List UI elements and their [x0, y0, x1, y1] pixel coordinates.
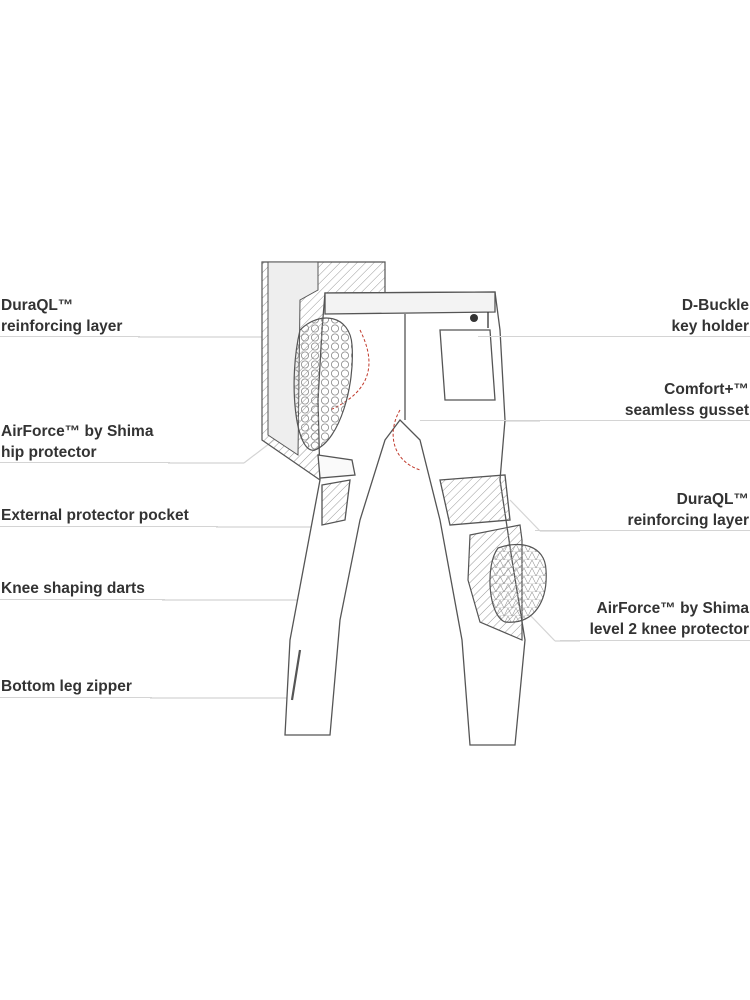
divider	[0, 697, 152, 698]
knee-protector-icon	[489, 543, 547, 623]
divider	[535, 530, 750, 531]
divider	[420, 420, 750, 421]
divider	[560, 640, 750, 641]
duraql-hip-panel	[261, 261, 386, 482]
label-duraql-hip: DuraQL™ reinforcing layer	[1, 295, 122, 337]
label-line: Bottom leg zipper	[1, 678, 132, 695]
hip-protector-icon	[293, 317, 353, 451]
label-line: Knee shaping darts	[1, 580, 145, 597]
label-duraql-knee: DuraQL™ reinforcing layer	[628, 489, 749, 531]
divider	[0, 599, 165, 600]
gusset-outline	[329, 329, 421, 471]
label-line: DuraQL™	[1, 297, 74, 314]
label-line: AirForce™ by Shima	[1, 423, 154, 440]
divider	[0, 462, 170, 463]
label-line: reinforcing layer	[627, 512, 749, 529]
label-knee-darts: Knee shaping darts	[1, 578, 145, 599]
label-line: key holder	[671, 318, 749, 335]
label-line: hip protector	[1, 444, 97, 461]
label-line: External protector pocket	[1, 507, 189, 524]
label-line: reinforcing layer	[1, 318, 123, 335]
label-gusset: Comfort+™ seamless gusset	[625, 379, 749, 421]
label-hip-protector: AirForce™ by Shima hip protector	[1, 421, 153, 463]
label-leg-zipper: Bottom leg zipper	[1, 676, 132, 697]
divider	[0, 336, 140, 337]
label-external-pocket: External protector pocket	[1, 505, 189, 526]
divider	[478, 336, 750, 337]
label-line: level 2 knee protector	[589, 621, 749, 638]
label-line: D-Buckle	[681, 297, 749, 314]
label-line: DuraQL™	[676, 491, 749, 508]
label-line: seamless gusset	[624, 402, 749, 419]
label-d-buckle: D-Buckle key holder	[671, 295, 749, 337]
label-line: Comfort+™	[664, 381, 749, 398]
label-knee-protector: AirForce™ by Shima level 2 knee protecto…	[590, 598, 749, 640]
label-line: AirForce™ by Shima	[596, 600, 749, 617]
divider	[0, 526, 218, 527]
